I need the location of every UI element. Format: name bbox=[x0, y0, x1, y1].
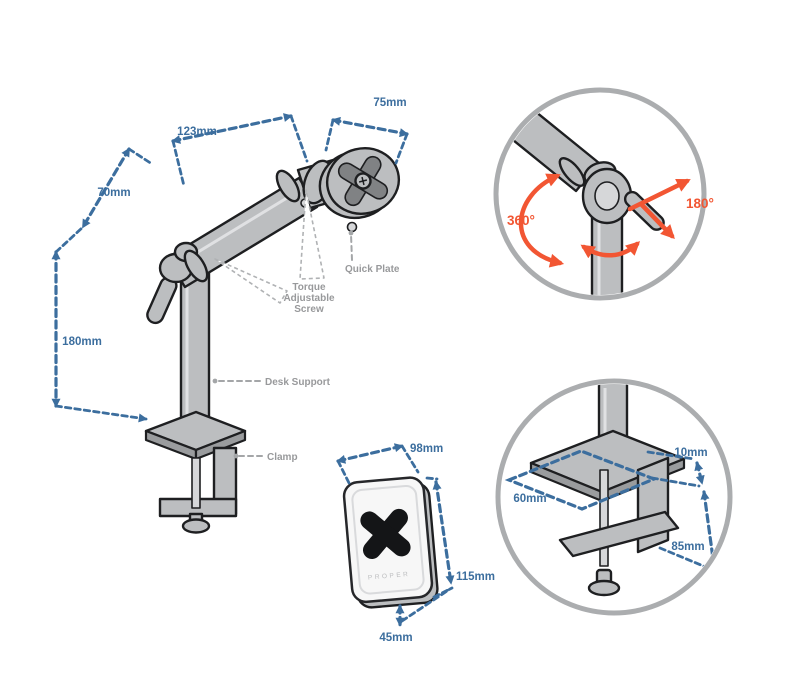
arm-illustration bbox=[144, 147, 401, 534]
tilt-angle-label: 180° bbox=[686, 196, 714, 211]
quick-plate-label: Quick Plate bbox=[345, 264, 400, 275]
dim-line-plate-height bbox=[432, 480, 455, 585]
detail-collar bbox=[558, 157, 586, 187]
collar-upper bbox=[275, 169, 301, 203]
dim-line-head bbox=[331, 116, 409, 138]
desk-clamp bbox=[144, 410, 247, 534]
torque-label-1: Torque bbox=[292, 282, 326, 293]
callouts: Torque Adjustable Screw Quick Plate Desk… bbox=[212, 189, 400, 463]
plate-screw bbox=[346, 221, 358, 233]
collar-lower bbox=[183, 249, 209, 283]
plate-chamfer bbox=[351, 484, 425, 595]
main-dimensions: 123mm 75mm 70mm 180mm bbox=[51, 97, 409, 423]
dim-label-plate-width: 98mm bbox=[410, 443, 443, 455]
detail-head-hub bbox=[594, 181, 620, 211]
vesa-disc bbox=[318, 147, 401, 220]
torque-wedge-left bbox=[214, 258, 288, 304]
torque-label-2: Adjustable bbox=[283, 293, 335, 304]
quick-plate-view: PROPER 98mm 115mm 45mm bbox=[336, 443, 495, 644]
dim-line-min-thickness bbox=[694, 461, 705, 485]
dim-label-head: 75mm bbox=[373, 97, 406, 109]
clamp-dot bbox=[233, 453, 239, 459]
dim-label-min-thickness: 10mm bbox=[674, 447, 707, 459]
clamp-knob bbox=[587, 579, 621, 597]
plate-brand: PROPER bbox=[368, 571, 411, 582]
dim-label-plate-height: 115mm bbox=[456, 571, 495, 583]
dim-label-max-thickness: 85mm bbox=[671, 541, 704, 553]
rotation-detail: 360° 180° bbox=[493, 87, 714, 301]
dim-line-upper-arm bbox=[171, 113, 293, 144]
clamp-screw-rod bbox=[599, 469, 609, 567]
clamp-detail: 60mm 10mm 85mm bbox=[495, 378, 733, 616]
quick-plate-dot bbox=[348, 230, 354, 236]
clamp-bottom-jaw bbox=[558, 510, 680, 558]
desk-support-label: Desk Support bbox=[265, 377, 331, 388]
dim-label-pole: 180mm bbox=[62, 336, 102, 348]
dim-label-plate-offset: 45mm bbox=[379, 632, 412, 644]
torque-label-3: Screw bbox=[294, 304, 324, 315]
desk-support-dot bbox=[212, 378, 218, 384]
plate-cross-cutout bbox=[360, 508, 411, 560]
tilt-arrow-down bbox=[638, 201, 675, 240]
dim-line-lower-arm bbox=[81, 147, 131, 229]
swivel-arrow bbox=[518, 173, 565, 268]
torque-wedge-up bbox=[299, 189, 325, 280]
pan-arrow bbox=[580, 241, 641, 259]
swivel-angle-label: 360° bbox=[507, 213, 535, 228]
dim-label-upper-arm: 123mm bbox=[177, 126, 217, 138]
arm-highlight bbox=[179, 188, 301, 265]
clamp-label: Clamp bbox=[267, 452, 298, 463]
dim-label-lower-arm: 70mm bbox=[97, 187, 130, 199]
dim-line-plate-width bbox=[336, 443, 404, 464]
detail-pole bbox=[590, 212, 624, 295]
quick-plate-leader bbox=[350, 233, 353, 261]
dim-label-depth: 60mm bbox=[513, 493, 546, 505]
